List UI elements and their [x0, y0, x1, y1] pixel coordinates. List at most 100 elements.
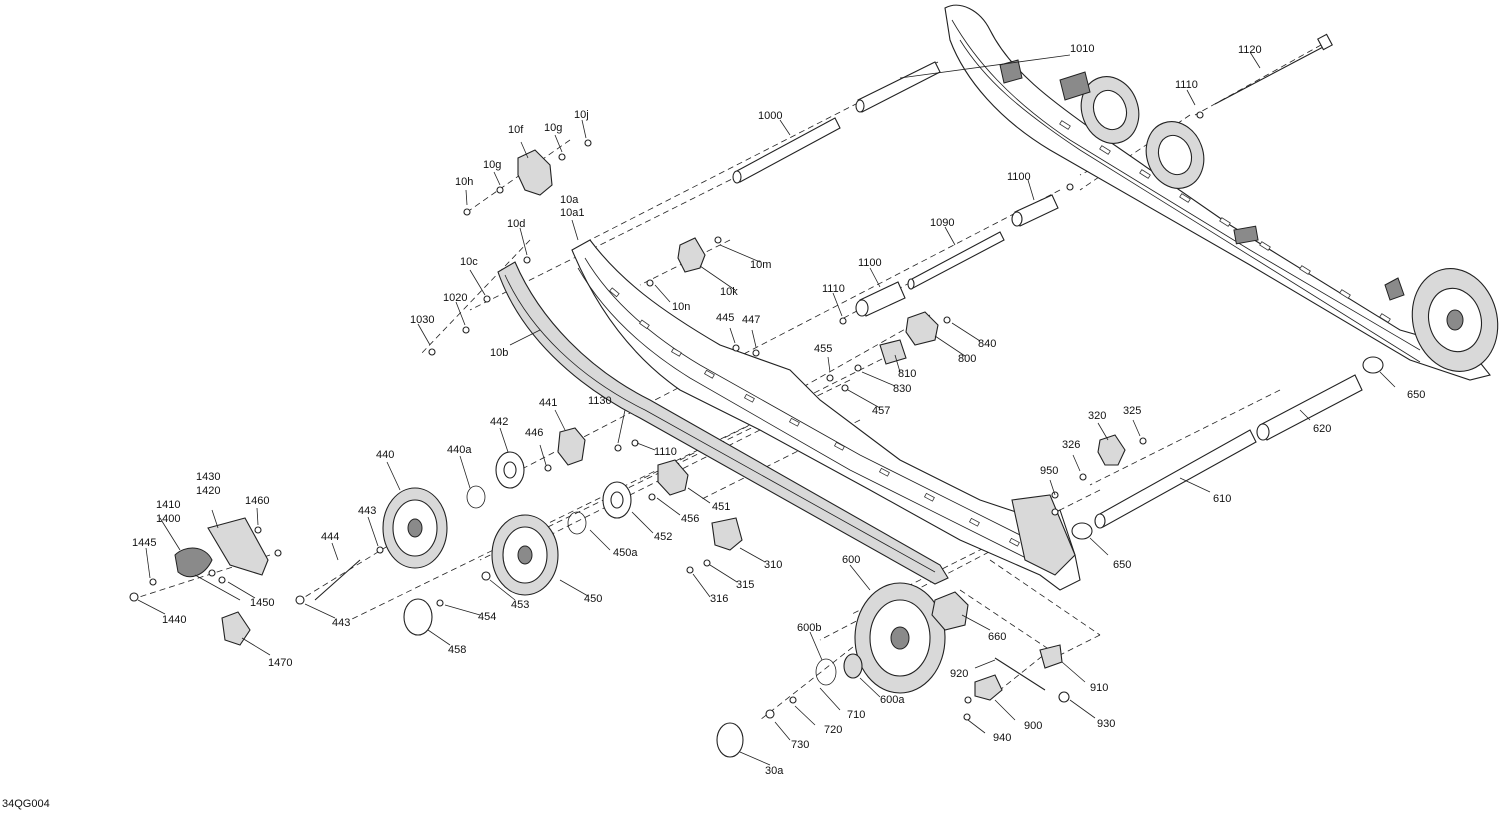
callout-label: 1450: [250, 597, 274, 609]
callout-label: 1410: [156, 499, 180, 511]
callout-label: 1000: [758, 110, 782, 122]
callout-label: 457: [872, 405, 890, 417]
callout-label: 325: [1123, 405, 1141, 417]
callout-label: 316: [710, 593, 728, 605]
callout-label: 1440: [162, 614, 186, 626]
callout-label: 1010: [1070, 43, 1094, 55]
right-rail-slots: [1059, 120, 1391, 323]
callout-label: 900: [1024, 720, 1042, 732]
callout-label: 10a: [560, 194, 579, 206]
callout-label: 1470: [268, 657, 292, 669]
callout-label: 451: [712, 501, 730, 513]
callout-label: 730: [791, 739, 809, 751]
callout-label: 440a: [447, 444, 472, 456]
callout-label: 1420: [196, 485, 220, 497]
brackets: [174, 149, 1126, 701]
callout-label: 650: [1407, 389, 1425, 401]
callout-label: 320: [1088, 410, 1106, 422]
fasteners: [129, 111, 1204, 721]
callout-label: 620: [1313, 423, 1331, 435]
right-rail: [944, 4, 1499, 381]
callout-label: 920: [950, 668, 968, 680]
callout-label: 450: [584, 593, 602, 605]
callout-label: 442: [490, 416, 508, 428]
callout-label: 10d: [507, 218, 525, 230]
bracket-1430: [207, 517, 269, 576]
callout-label: 454: [478, 611, 496, 623]
bracket-910: [1039, 644, 1063, 669]
callout-label: 10j: [574, 109, 589, 121]
wheel-600: [854, 582, 946, 694]
callout-label: 930: [1097, 718, 1115, 730]
callout-label: 446: [525, 427, 543, 439]
block-10k: [677, 237, 706, 273]
callout-label: 310: [764, 559, 782, 571]
spring-1400: [174, 547, 213, 578]
block-800: [905, 311, 939, 346]
spacer-810: [879, 339, 907, 365]
callout-label: 453: [511, 599, 529, 611]
callout-label: 830: [893, 383, 911, 395]
callout-label: 10a1: [560, 207, 584, 219]
hub-660: [931, 591, 969, 631]
rear-bracket: [1011, 494, 1076, 576]
wheel-450: [491, 514, 559, 596]
callout-label: 10n: [672, 301, 690, 313]
callout-label: 456: [681, 513, 699, 525]
leader-lines: [137, 51, 1396, 766]
hub-441: [557, 427, 586, 466]
callout-label: 1100: [1007, 171, 1031, 183]
callout-label: 30a: [765, 765, 784, 777]
callout-label: 10g: [483, 159, 501, 171]
shafts: [314, 33, 1363, 691]
callout-label: 1110: [1175, 79, 1198, 91]
callout-label: 458: [448, 644, 466, 656]
callout-label: 810: [898, 368, 916, 380]
cap-30a: [716, 722, 744, 758]
callout-label: 1110: [822, 283, 845, 295]
cover-10f: [517, 149, 553, 196]
callout-label: 1445: [132, 537, 156, 549]
callout-label: 452: [654, 531, 672, 543]
callout-label: 1020: [443, 292, 467, 304]
callout-label: 443: [332, 617, 350, 629]
callout-label: 10f: [508, 124, 524, 136]
callout-label: 650: [1113, 559, 1131, 571]
callout-label: 940: [993, 732, 1011, 744]
callout-label: 840: [978, 338, 996, 350]
hub-451: [657, 459, 689, 496]
slide-rail: [497, 261, 949, 585]
callout-label: 1460: [245, 495, 269, 507]
callout-label: 910: [1090, 682, 1108, 694]
callout-label: 10g: [544, 122, 562, 134]
callout-label: 1120: [1238, 44, 1262, 56]
callout-label: 10b: [490, 347, 508, 359]
callout-label: 10h: [455, 176, 473, 188]
callout-label: 660: [988, 631, 1006, 643]
callout-label: 10k: [720, 286, 738, 298]
callout-labels: 1010 1000 1120 1110 10j 10g 10f 10g 10h …: [132, 43, 1425, 777]
callout-label: 710: [847, 709, 865, 721]
callout-label: 440: [376, 449, 394, 461]
figure-code: 34QG004: [2, 798, 50, 810]
callout-label: 600a: [880, 694, 905, 706]
callout-label: 1130: [588, 395, 612, 407]
callout-label: 1110: [654, 446, 677, 458]
callout-label: 450a: [613, 547, 638, 559]
callout-label: 1090: [930, 217, 954, 229]
bracket-900: [974, 674, 1003, 701]
cap-458: [403, 598, 433, 636]
callout-label: 610: [1213, 493, 1231, 505]
callout-label: 950: [1040, 465, 1058, 477]
callout-label: 1100: [858, 257, 882, 269]
callout-label: 600b: [797, 622, 821, 634]
callout-label: 1430: [196, 471, 220, 483]
block-1470: [221, 611, 251, 646]
callout-label: 10m: [750, 259, 771, 271]
block-310: [711, 517, 743, 551]
callout-label: 441: [539, 397, 557, 409]
callout-label: 315: [736, 579, 754, 591]
callout-label: 1400: [156, 513, 180, 525]
callout-label: 600: [842, 554, 860, 566]
